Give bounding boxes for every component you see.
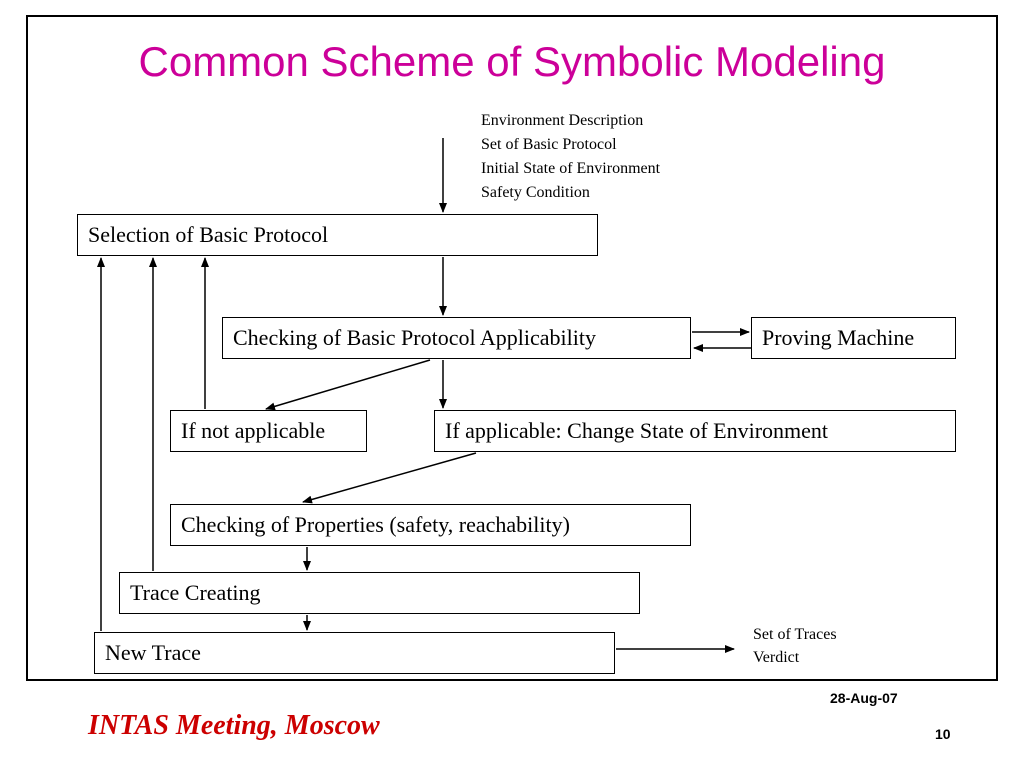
slide-date: 28-Aug-07 xyxy=(830,690,898,706)
output-list: Set of Traces Verdict xyxy=(753,623,837,669)
checking-applicability-box: Checking of Basic Protocol Applicability xyxy=(222,317,691,359)
output-item: Set of Traces xyxy=(753,626,837,643)
input-item: Safety Condition xyxy=(481,184,590,201)
to-checking-properties-arrow xyxy=(302,452,477,504)
input-list: Environment Description Set of Basic Pro… xyxy=(481,109,660,205)
input-item: Environment Description xyxy=(481,112,644,129)
input-item: Initial State of Environment xyxy=(481,160,661,177)
new-trace-box: New Trace xyxy=(94,632,615,674)
applicable-box: If applicable: Change State of Environme… xyxy=(434,410,956,452)
to-not-applicable-arrow xyxy=(265,359,431,411)
selection-box: Selection of Basic Protocol xyxy=(77,214,598,256)
output-item: Verdict xyxy=(753,649,800,666)
input-item: Set of Basic Protocol xyxy=(481,136,617,153)
proving-machine-box: Proving Machine xyxy=(751,317,956,359)
not-applicable-box: If not applicable xyxy=(170,410,367,452)
footer-meeting-title: INTAS Meeting, Moscow xyxy=(88,710,380,741)
trace-creating-box: Trace Creating xyxy=(119,572,640,614)
slide-title: Common Scheme of Symbolic Modeling xyxy=(138,38,886,85)
page-number: 10 xyxy=(935,726,951,742)
checking-properties-box: Checking of Properties (safety, reachabi… xyxy=(170,504,691,546)
